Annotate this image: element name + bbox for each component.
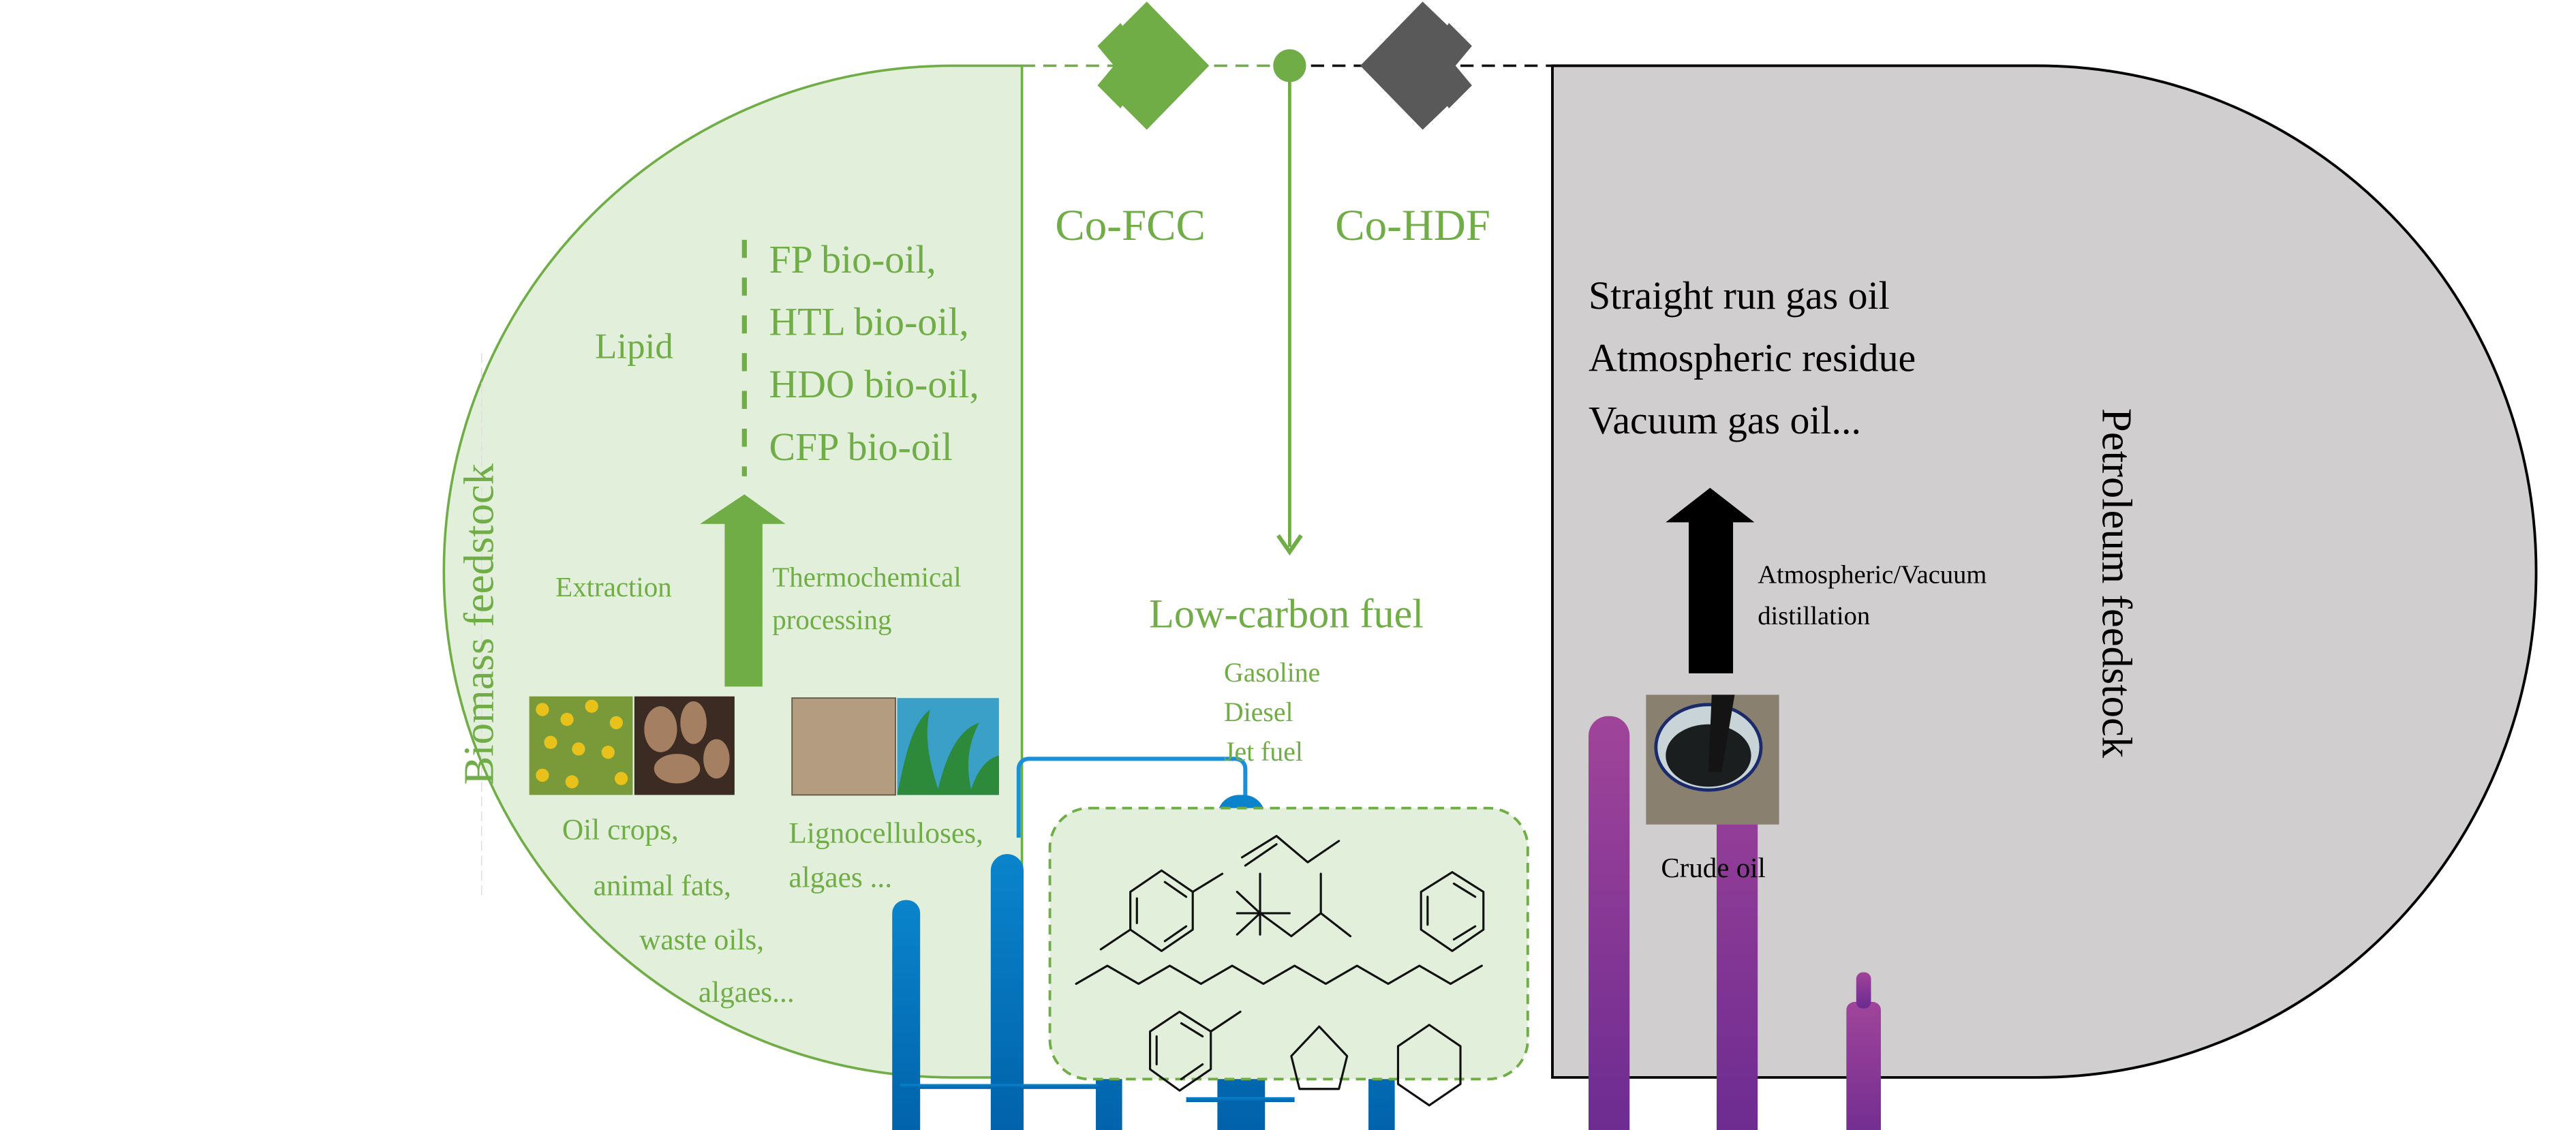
- algae-image: [897, 698, 999, 795]
- feed-atmospheric-residue: Atmospheric residue: [1589, 336, 1916, 380]
- product-diesel: Diesel: [1224, 697, 1293, 727]
- processing-label: processing: [772, 604, 891, 635]
- biomass-up-arrow: [700, 494, 786, 687]
- thermochemical-label: Thermochemical: [772, 561, 961, 592]
- lignocelluloses-label: Lignocelluloses,: [788, 816, 983, 849]
- toluene-molecule: [1149, 1010, 1242, 1092]
- distillation-label: distillation: [1758, 602, 1870, 630]
- animal-fats-label: animal fats,: [594, 869, 731, 902]
- feed-straight-run-gas-oil: Straight run gas oil: [1589, 273, 1890, 318]
- feed-vacuum-gas-oil: Vacuum gas oil...: [1589, 398, 1861, 442]
- butene-molecule: [1240, 835, 1340, 867]
- bio-oil-hdo: HDO bio-oil,: [769, 362, 979, 406]
- atm-vacuum-label: Atmospheric/Vacuum: [1758, 561, 1987, 590]
- peanut-image: [634, 696, 735, 795]
- molecule-box: [1048, 806, 1529, 1081]
- xylene-molecule: [1099, 869, 1224, 952]
- bio-oil-cfp: CFP bio-oil: [769, 425, 952, 469]
- grey-chevron-icon: [1360, 1, 1472, 130]
- algaes-label: algaes...: [699, 976, 795, 1009]
- extraction-label: Extraction: [555, 571, 672, 602]
- bio-oil-htl: HTL bio-oil,: [769, 300, 968, 344]
- crude-oil-image: [1646, 694, 1779, 825]
- waste-oils-label: waste oils,: [639, 923, 764, 956]
- oil-crops-label: Oil crops,: [562, 813, 679, 846]
- bio-oil-fp: FP bio-oil,: [769, 237, 936, 281]
- petroleum-up-arrow: [1666, 487, 1755, 674]
- biomass-feedstock-label: Biomass feedstock: [455, 463, 503, 784]
- molecule-structures: [1075, 835, 1485, 1107]
- cyclopentane-molecule: [1290, 1025, 1349, 1090]
- isooctane-molecule: [1236, 872, 1352, 938]
- lipid-label: Lipid: [595, 326, 673, 366]
- petroleum-feedstock-label: Petroleum feedstock: [2093, 408, 2141, 759]
- lignocellulose-image: [791, 697, 897, 796]
- product-gasoline: Gasoline: [1224, 658, 1320, 688]
- flow-arrowhead: [1276, 534, 1303, 555]
- low-carbon-fuel-title: Low-carbon fuel: [1149, 592, 1424, 637]
- petroleum-panel: [1551, 64, 2538, 1079]
- co-hdf-label: Co-HDF: [1335, 201, 1490, 250]
- green-chevron-icon: [1097, 1, 1210, 130]
- alkane-chain-molecule: [1075, 964, 1483, 986]
- sunflower-image: [529, 696, 633, 795]
- ligno-algaes-label: algaes ...: [788, 861, 892, 894]
- benzene-molecule: [1420, 871, 1485, 952]
- product-jet-fuel: Jet fuel: [1224, 737, 1303, 767]
- cyclohexane-molecule: [1396, 1024, 1462, 1107]
- co-fcc-label: Co-FCC: [1055, 201, 1206, 250]
- crude-oil-label: Crude oil: [1661, 852, 1766, 883]
